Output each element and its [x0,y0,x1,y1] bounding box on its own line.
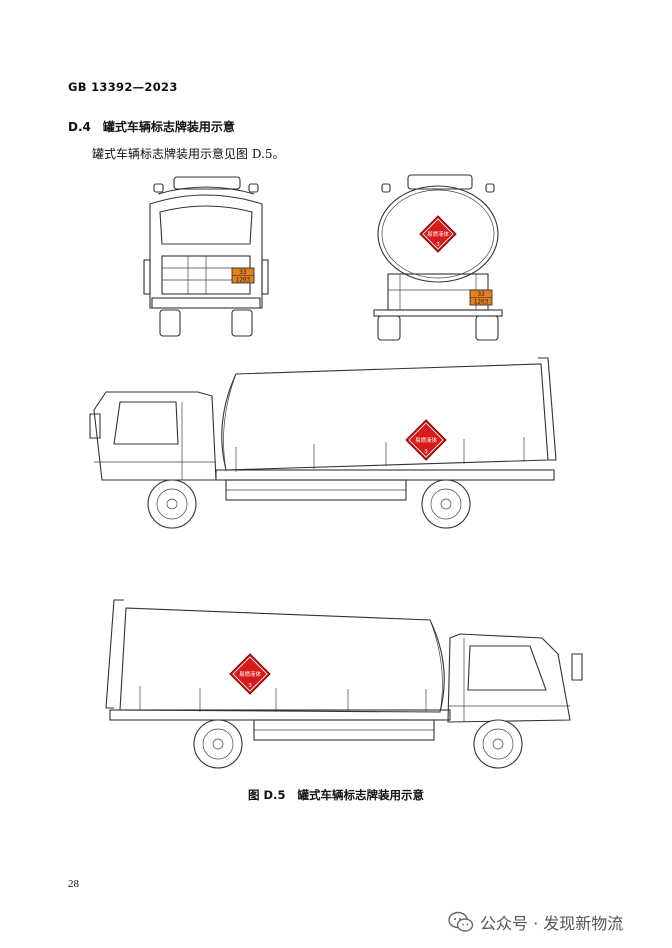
figure-number: 图 D.5 [248,788,286,802]
section-title: 罐式车辆标志牌装用示意 [102,120,235,134]
rear-view-figure: 易燃液体 3 33 1203 [373,174,503,341]
plate-top-number: 33 [239,269,247,276]
figure-caption: 图 D.5 罐式车辆标志牌装用示意 [0,787,672,803]
body-paragraph: 罐式车辆标志牌装用示意见图 D.5。 [92,147,285,161]
placard-text: 易燃液体 [415,436,438,444]
standard-number: GB 13392—2023 [68,80,178,94]
placard-class: 3 [424,449,428,455]
plate-top-number: 33 [477,291,485,298]
section-heading: D.4 罐式车辆标志牌装用示意 [68,118,235,135]
figure-title: 罐式车辆标志牌装用示意 [297,788,424,802]
rear-placard: 易燃液体 3 [419,215,457,253]
placard-class: 3 [248,683,252,689]
wechat-icon [448,911,474,932]
front-orange-plate: 33 1203 [231,267,255,284]
plate-bottom-number: 1203 [474,299,489,306]
placard-class: 3 [436,242,440,248]
side-placard-right: 易燃液体 3 [229,653,271,695]
side-placard-left: 易燃液体 3 [405,419,447,461]
left-side-view-figure: 易燃液体 3 [89,357,557,529]
rear-orange-plate: 33 1203 [469,289,493,306]
watermark-text: 公众号 · 发现新物流 [480,914,624,933]
watermark: 公众号 · 发现新物流 [448,910,623,934]
front-view-figure: 33 1203 [143,176,269,337]
page-number: 28 [68,878,79,890]
placard-text: 易燃液体 [239,670,262,678]
right-side-view-figure: 易燃液体 3 [105,599,583,769]
section-number: D.4 [68,120,91,134]
placard-text: 易燃液体 [427,230,450,238]
plate-bottom-number: 1203 [236,277,251,284]
